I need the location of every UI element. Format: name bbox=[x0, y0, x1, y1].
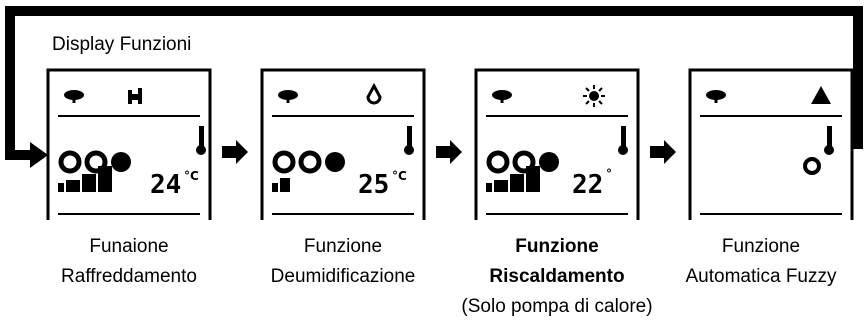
temperature-unit: ° bbox=[606, 167, 612, 181]
fan-icon bbox=[803, 157, 821, 175]
caption-note: (Solo pompa di calore) bbox=[461, 296, 653, 317]
caption-line: Automatica Fuzzy bbox=[685, 266, 837, 287]
thermometer-icon bbox=[618, 126, 628, 155]
panel-deumidificazione: 25 °C bbox=[260, 68, 426, 220]
caption-line: Funzione bbox=[721, 236, 801, 257]
drop-icon bbox=[366, 82, 382, 105]
caption-raffreddamento: Funaione Raffreddamento bbox=[24, 232, 234, 292]
fan-speed-icons bbox=[58, 150, 131, 174]
sun-icon bbox=[583, 85, 605, 107]
caption-automatica-fuzzy: Funzione Automatica Fuzzy bbox=[656, 232, 866, 292]
thermometer-icon bbox=[404, 126, 414, 155]
caption-line: Funaione bbox=[89, 236, 169, 257]
temperature-unit: °C bbox=[184, 169, 199, 183]
eye-icon bbox=[278, 90, 298, 103]
eye-icon bbox=[492, 90, 512, 103]
thermometer-icon bbox=[824, 126, 834, 155]
thermometer-icon bbox=[196, 126, 206, 155]
level-bars-icon bbox=[272, 178, 290, 192]
arrow-3-4 bbox=[650, 140, 676, 164]
caption-line: Funzione bbox=[303, 236, 383, 257]
cycle-loop-line bbox=[5, 6, 863, 160]
caption-line: Riscaldamento bbox=[489, 266, 625, 287]
temperature-value: 25 bbox=[358, 170, 389, 200]
caption-riscaldamento: Funzione Riscaldamento (Solo pompa di ca… bbox=[452, 232, 662, 322]
panel-automatica-fuzzy bbox=[688, 68, 854, 220]
caption-line: Deumidificazione bbox=[270, 266, 416, 287]
diagram-title: Display Funzioni bbox=[52, 34, 192, 55]
eye-icon bbox=[64, 90, 84, 103]
caption-line: Raffreddamento bbox=[61, 266, 197, 287]
level-bars-icon bbox=[58, 166, 112, 192]
fan-speed-icons bbox=[272, 150, 345, 174]
temperature-value: 24 bbox=[150, 170, 181, 200]
eye-icon bbox=[706, 90, 726, 103]
level-bars-icon bbox=[486, 166, 540, 192]
caption-deumidificazione: Funzione Deumidificazione bbox=[238, 232, 448, 292]
temperature-unit: °C bbox=[392, 169, 407, 183]
panel-riscaldamento: 22 ° bbox=[474, 68, 640, 220]
arrow-2-3 bbox=[436, 140, 462, 164]
fan-speed-icons bbox=[486, 150, 559, 174]
fan-mode-icon bbox=[128, 88, 142, 104]
loop-arrow bbox=[30, 142, 48, 168]
panel-raffreddamento: 24 °C bbox=[46, 68, 212, 220]
arrow-1-2 bbox=[222, 140, 248, 164]
triangle-icon bbox=[811, 86, 831, 104]
temperature-value: 22 bbox=[572, 170, 603, 200]
caption-line: Funzione bbox=[515, 236, 599, 257]
